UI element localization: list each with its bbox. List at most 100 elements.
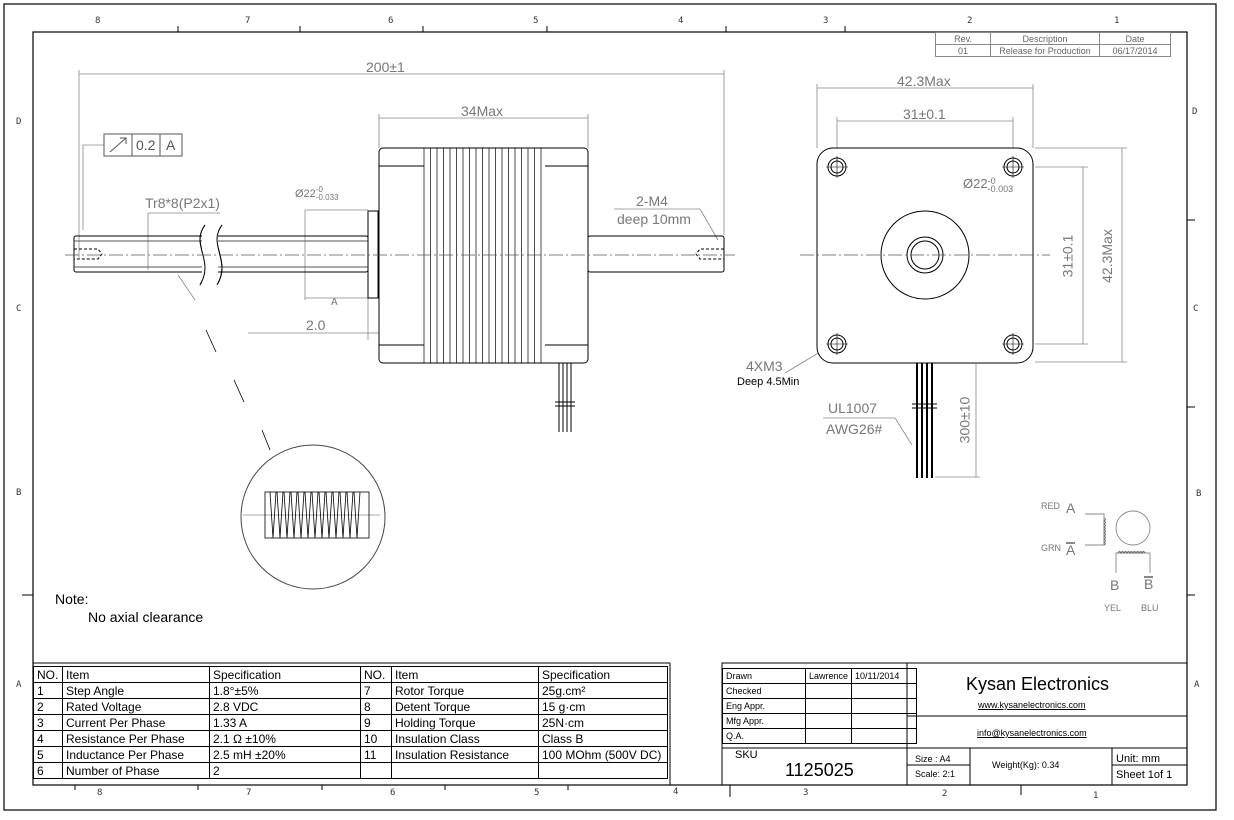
spec-cell-spec: 2 bbox=[209, 762, 361, 779]
side-view-dimensions bbox=[78, 70, 725, 340]
signoff-date bbox=[851, 683, 918, 699]
signoff-role: Checked bbox=[722, 683, 806, 699]
motor-body-side bbox=[378, 147, 589, 364]
zone-top-4: 4 bbox=[678, 16, 684, 26]
wire-color-red: RED bbox=[1041, 501, 1061, 511]
body-length-dim: 34Max bbox=[461, 103, 504, 119]
overall-length-dim: 200±1 bbox=[366, 59, 405, 75]
spec-cell-spec: 15 g·cm bbox=[538, 698, 668, 715]
signoff-row: Eng Appr. bbox=[722, 698, 918, 714]
phase-a-label: A bbox=[1066, 500, 1076, 516]
website-link[interactable]: www.kysanelectronics.com bbox=[978, 700, 1086, 710]
spec-cell-no: 2 bbox=[33, 698, 63, 715]
description-header: Description bbox=[990, 32, 1100, 45]
spec-cell-spec: 2.5 mH ±20% bbox=[209, 746, 361, 763]
col-no: NO. bbox=[33, 666, 63, 683]
note-title: Note: bbox=[55, 591, 89, 607]
thread-outline bbox=[264, 491, 370, 539]
spec-cell-spec: 25g.cm² bbox=[538, 682, 668, 699]
spec-cell-spec: Class B bbox=[538, 730, 668, 747]
spec-cell-spec: 1.33 A bbox=[209, 714, 361, 731]
col-no-2: NO. bbox=[360, 666, 392, 683]
weight: Weight(Kg): 0.34 bbox=[992, 760, 1060, 770]
spec-cell-no bbox=[360, 762, 392, 779]
boss-height-dim: 2.0 bbox=[306, 317, 326, 333]
rear-shaft bbox=[587, 235, 725, 273]
signoff-role: Eng Appr. bbox=[722, 698, 806, 714]
mount-holes-depth: Deep 4.5Min bbox=[737, 376, 800, 388]
spec-cell-item: Rated Voltage bbox=[62, 698, 210, 715]
mount-holes-spec: 4XM3 bbox=[746, 358, 783, 374]
zone-bottom-7: 7 bbox=[246, 788, 252, 798]
runout-frame bbox=[103, 133, 183, 157]
spec-cell-item: Insulation Class bbox=[391, 730, 539, 747]
zone-ticks bbox=[22, 26, 1195, 797]
thread-detail bbox=[264, 491, 370, 539]
spec-cell-spec bbox=[538, 762, 668, 779]
zone-left-d: D bbox=[16, 117, 22, 127]
spec-cell-no: 4 bbox=[33, 730, 63, 747]
zone-bottom-3: 3 bbox=[803, 788, 809, 798]
zone-right-d: D bbox=[1192, 107, 1198, 117]
phase-b-label: B bbox=[1110, 577, 1120, 593]
spec-cell-spec: 2.1 Ω ±10% bbox=[209, 730, 361, 747]
spec-cell-item: Inductance Per Phase bbox=[62, 746, 210, 763]
signoff-date bbox=[851, 728, 918, 744]
spec-cell-item: Step Angle bbox=[62, 682, 210, 699]
runout-tolerance: 0.2 bbox=[136, 137, 156, 153]
outer-border bbox=[3, 3, 1217, 811]
spec-cell-item: Rotor Torque bbox=[391, 682, 539, 699]
spec-cell-no: 8 bbox=[360, 698, 392, 715]
wiring-diagram bbox=[1085, 510, 1151, 573]
zone-bottom-8: 8 bbox=[97, 788, 103, 798]
datum-a-symbol: A bbox=[331, 297, 338, 308]
spec-cell-item: Number of Phase bbox=[62, 762, 210, 779]
boss-diameter-side: Ø22-0-0.033 bbox=[295, 185, 339, 202]
drawing-scale: Scale: 2:1 bbox=[915, 769, 956, 779]
spec-cell-item: Insulation Resistance bbox=[391, 746, 539, 763]
zone-right-a: A bbox=[1194, 680, 1200, 690]
date-header: Date bbox=[1099, 32, 1171, 45]
signoff-name bbox=[804, 728, 853, 744]
zone-left-c: C bbox=[16, 304, 22, 314]
sku-value: 1125025 bbox=[785, 760, 854, 780]
lead-length-dim: 300±10 bbox=[956, 396, 973, 444]
email-link[interactable]: info@kysanelectronics.com bbox=[977, 728, 1087, 738]
wire-color-yel: YEL bbox=[1104, 603, 1122, 613]
spec-cell-no: 11 bbox=[360, 746, 392, 763]
spec-cell-item: Current Per Phase bbox=[62, 714, 210, 731]
signoff-role: Q.A. bbox=[722, 728, 806, 744]
spec-cell-spec: 25N·cm bbox=[538, 714, 668, 731]
spec-cell-no: 10 bbox=[360, 730, 392, 747]
zone-bottom-6: 6 bbox=[390, 788, 396, 798]
thread-spec: Tr8*8(P2x1) bbox=[145, 195, 220, 211]
front-leads bbox=[916, 363, 933, 478]
zone-top-5: 5 bbox=[533, 16, 539, 26]
zone-right-b: B bbox=[1196, 489, 1202, 499]
signoff-name bbox=[804, 683, 853, 699]
zone-top-8: 8 bbox=[95, 16, 101, 26]
signoff-date: 10/11/2014 bbox=[851, 668, 918, 684]
width-max-dim: 42.3Max bbox=[897, 73, 951, 89]
paper-size: Size : A4 bbox=[915, 754, 951, 764]
sheet-number: Sheet 1of 1 bbox=[1116, 769, 1173, 781]
wire-color-blu: BLU bbox=[1141, 603, 1159, 613]
signoff-name bbox=[804, 698, 853, 714]
zone-top-7: 7 bbox=[245, 16, 251, 26]
wire-spec-ul: UL1007 bbox=[828, 400, 878, 416]
signoff-role: Mfg Appr. bbox=[722, 713, 806, 729]
spec-cell-item: Holding Torque bbox=[391, 714, 539, 731]
wire-color-grn: GRN bbox=[1041, 543, 1061, 553]
height-max-dim: 42.3Max bbox=[1098, 229, 1115, 283]
signoff-row: Checked bbox=[722, 683, 918, 699]
signoff-row: Mfg Appr. bbox=[722, 713, 918, 729]
spec-cell-item: Resistance Per Phase bbox=[62, 730, 210, 747]
